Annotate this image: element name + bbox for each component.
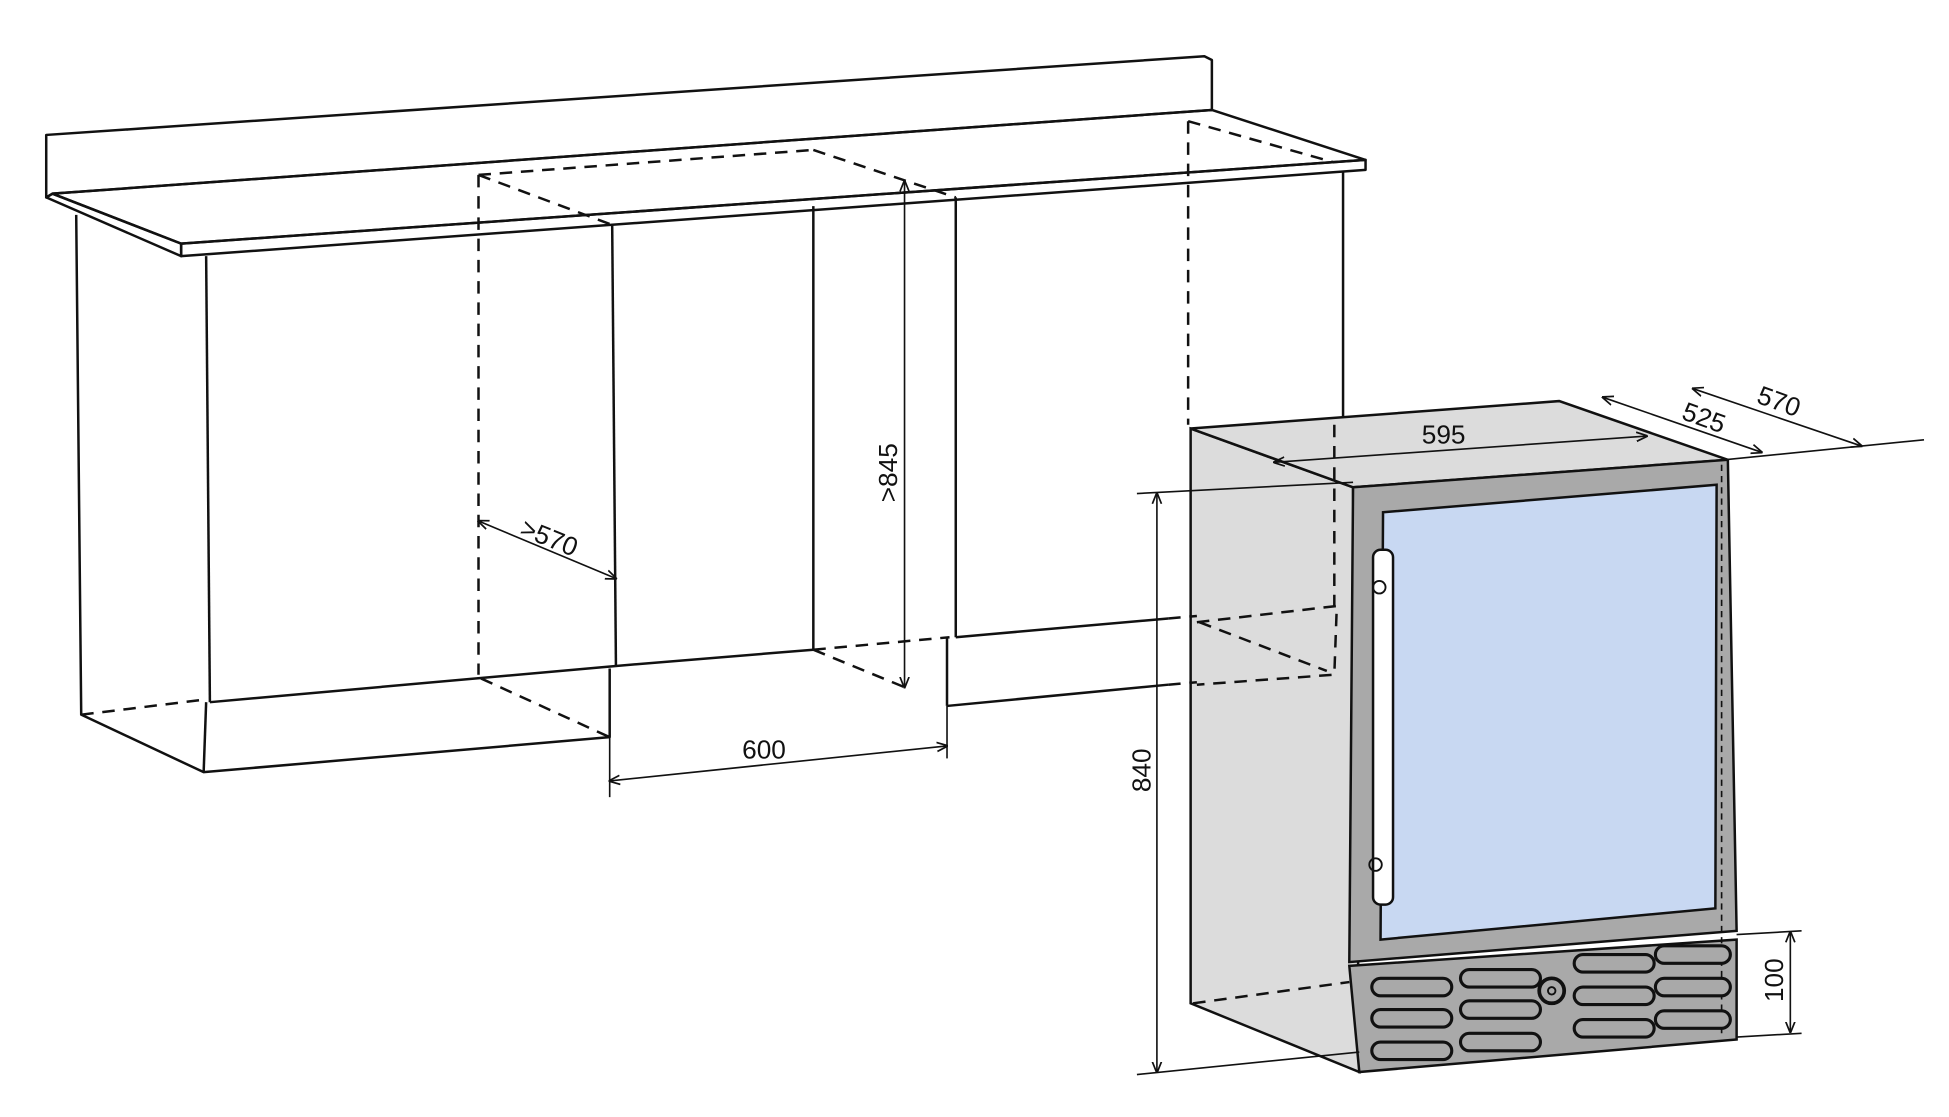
- niche-outline: [477, 148, 957, 739]
- dimension-label: >570: [516, 513, 582, 563]
- dimension-niche-height: >845: [873, 181, 904, 687]
- right-cabinet: [945, 119, 1345, 708]
- wine-cooler: [1168, 399, 1738, 1074]
- glass-panel: [1379, 483, 1718, 941]
- door-handle[interactable]: [1371, 548, 1395, 906]
- cooler-side-panel: [1189, 426, 1361, 1074]
- dimension-label: 595: [1422, 420, 1466, 450]
- dimension-label: >845: [873, 443, 903, 502]
- dimension-niche-width: 600: [610, 705, 947, 798]
- countertop: [44, 54, 1367, 258]
- dimension-plinth-height: 100: [1736, 930, 1802, 1038]
- dimension-appliance-depth-total: 570: [1693, 380, 1925, 461]
- dimension-label: 600: [742, 734, 786, 764]
- dimension-appliance-width: 595: [1274, 420, 1646, 463]
- dimension-label: 840: [1127, 748, 1157, 792]
- temperature-knob-icon[interactable]: [1537, 976, 1567, 1006]
- vent-grille: [1370, 944, 1732, 1062]
- dimension-label: 525: [1678, 396, 1729, 439]
- left-cabinet: [74, 214, 618, 774]
- dimension-appliance-height: 840: [1127, 481, 1360, 1076]
- dimension-label: 100: [1759, 958, 1789, 1002]
- dimension-label: 570: [1753, 380, 1804, 423]
- dimension-niche-depth: >570: [479, 513, 616, 579]
